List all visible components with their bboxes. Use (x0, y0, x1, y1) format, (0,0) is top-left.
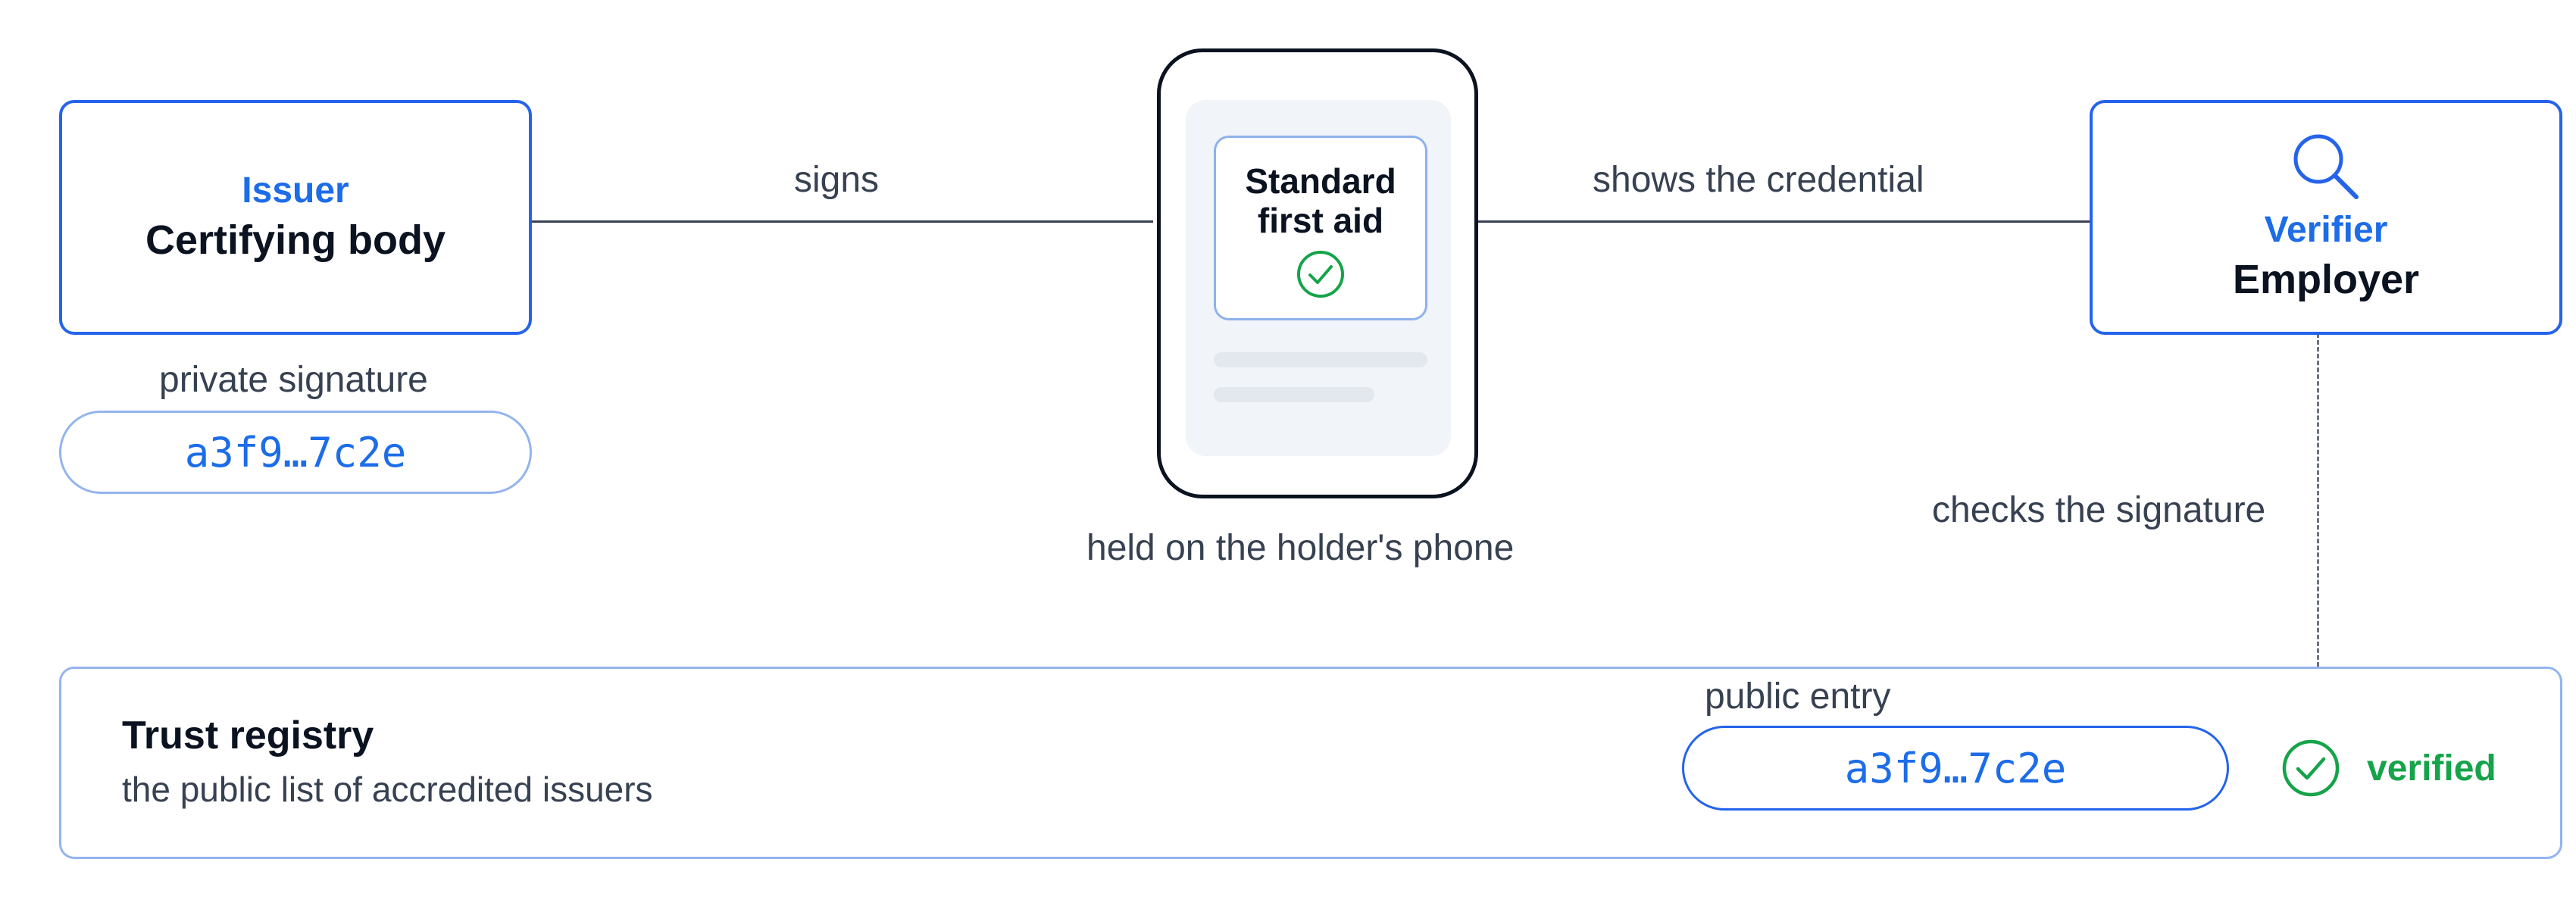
search-icon (2293, 134, 2359, 199)
check-circle-icon (1297, 251, 1344, 298)
placeholder-line (1214, 387, 1374, 402)
public-entry-pill: a3f9…7c2e (1682, 726, 2229, 811)
trust-registry-box: Trust registry the public list of accred… (59, 667, 2562, 859)
checks-connector (2317, 333, 2319, 667)
credential-title-line1: Standard (1245, 161, 1396, 201)
issuer-role-label: Issuer (242, 170, 349, 211)
credential-title: Standard first aid (1245, 161, 1396, 240)
credential-card: Standard first aid (1214, 136, 1427, 320)
verifier-name: Employer (2232, 256, 2420, 302)
holder-phone: Standard first aid (1157, 48, 1478, 498)
trust-registry-title: Trust registry (122, 714, 374, 758)
check-circle-icon (2282, 739, 2340, 797)
verifier-role-label: Verifier (2264, 209, 2388, 250)
private-signature-caption: private signature (159, 360, 428, 400)
verified-status: verified (2367, 748, 2496, 789)
private-signature-pill: a3f9…7c2e (59, 411, 532, 494)
holder-phone-caption: held on the holder's phone (1086, 528, 1515, 568)
public-entry-caption: public entry (1705, 676, 1891, 717)
verifier-box: Verifier Employer (2090, 100, 2562, 335)
shows-credential-label: shows the credential (1593, 160, 1924, 200)
placeholder-line (1214, 352, 1427, 367)
issuer-box: Issuer Certifying body (59, 100, 532, 335)
checks-signature-label: checks the signature (1932, 490, 2266, 530)
issuer-name: Certifying body (145, 217, 445, 263)
shows-connector (1477, 220, 2091, 223)
trust-registry-subtitle: the public list of accredited issuers (122, 770, 653, 809)
signs-label: signs (794, 160, 880, 200)
credential-title-line2: first aid (1257, 200, 1384, 240)
signs-connector (530, 220, 1153, 223)
